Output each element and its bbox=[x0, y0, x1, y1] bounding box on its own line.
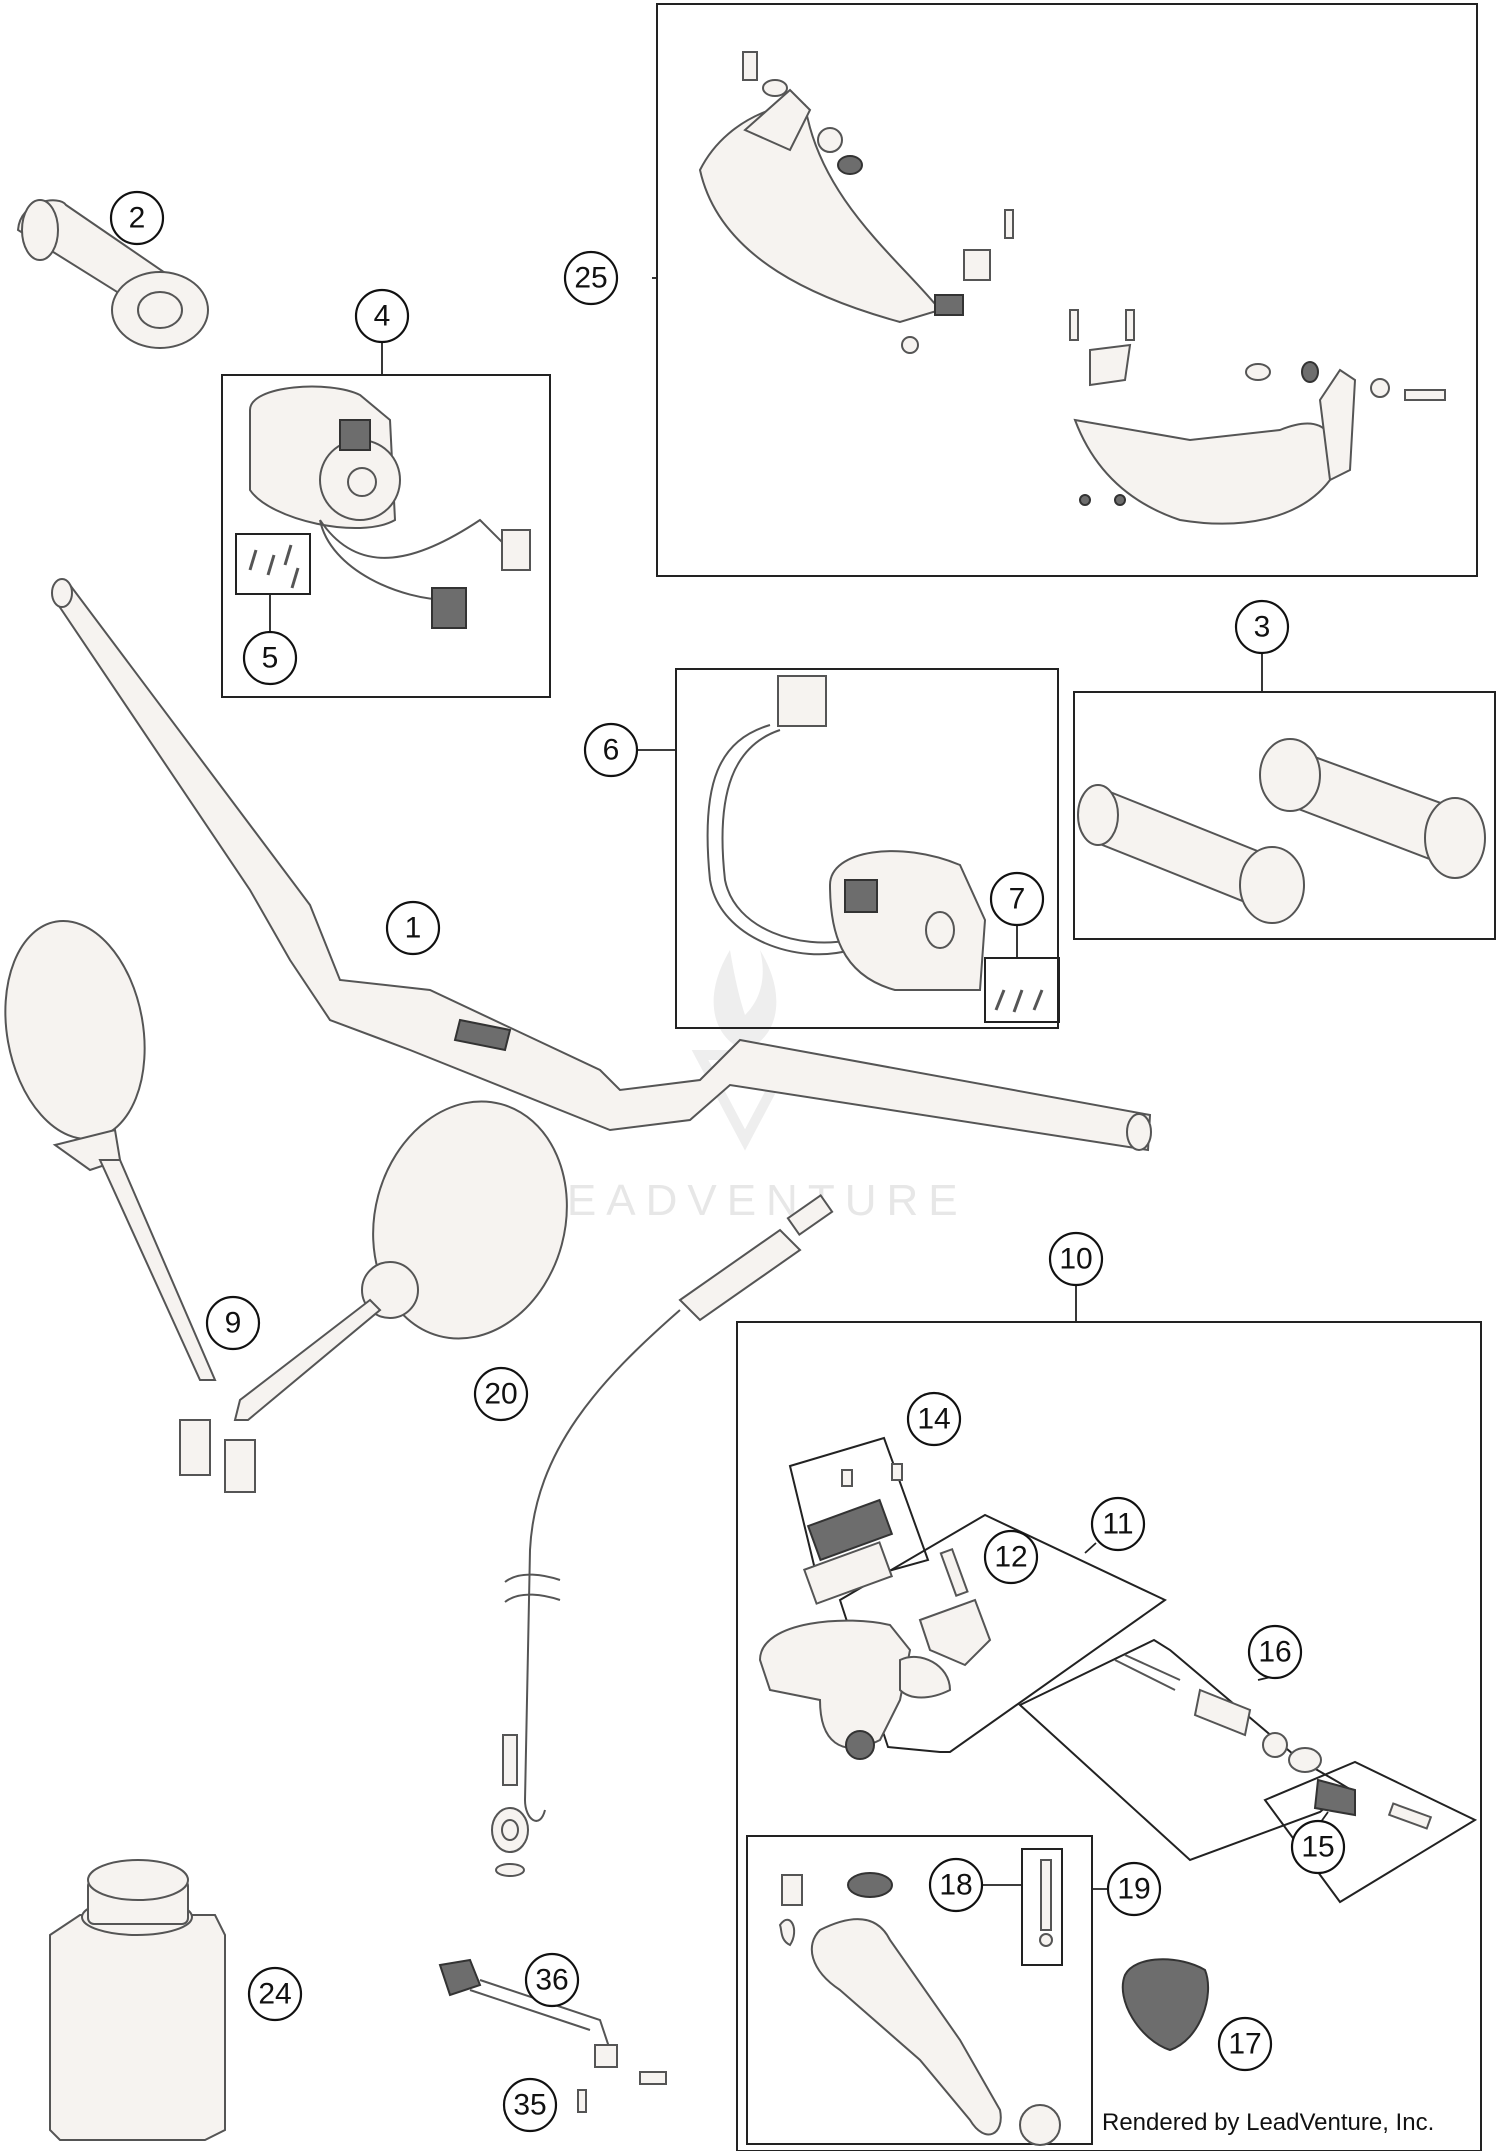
callout-20[interactable]: 20 bbox=[473, 1366, 529, 1422]
callout-18[interactable]: 18 bbox=[928, 1857, 984, 1913]
box-lever bbox=[746, 1835, 1093, 2145]
callout-6[interactable]: 6 bbox=[583, 722, 639, 778]
callout-10-label: 10 bbox=[1059, 1243, 1092, 1276]
grips-part-3 bbox=[1077, 738, 1486, 924]
callout-25-label: 25 bbox=[574, 262, 607, 295]
callout-4-label: 4 bbox=[374, 300, 391, 333]
grip-part-2 bbox=[16, 199, 209, 349]
callout-15-label: 15 bbox=[1301, 1831, 1334, 1864]
box-screws-7 bbox=[984, 957, 1060, 1023]
callout-18-label: 18 bbox=[939, 1869, 972, 1902]
brake-master-cylinder bbox=[758, 1463, 1433, 2146]
box-handguards bbox=[656, 3, 1478, 577]
mirrors-part-9 bbox=[4, 920, 568, 1493]
callout-1-label: 1 bbox=[405, 912, 422, 945]
brake-line-part-20 bbox=[491, 1193, 834, 1877]
callout-2[interactable]: 2 bbox=[109, 190, 165, 246]
callout-5-label: 5 bbox=[262, 642, 279, 675]
callout-2-label: 2 bbox=[129, 202, 146, 235]
callout-5[interactable]: 5 bbox=[242, 630, 298, 686]
box-16 bbox=[1018, 1638, 1350, 1862]
callout-3-label: 3 bbox=[1254, 611, 1271, 644]
callout-9-label: 9 bbox=[225, 1307, 242, 1340]
brake-fluid-part-24 bbox=[49, 1859, 226, 2141]
right-switch-part-6 bbox=[706, 675, 1044, 1013]
leader-11 bbox=[1084, 1542, 1097, 1554]
callout-35[interactable]: 35 bbox=[502, 2077, 558, 2133]
callout-9[interactable]: 9 bbox=[205, 1295, 261, 1351]
callout-10[interactable]: 10 bbox=[1048, 1231, 1104, 1287]
handlebar-part-1 bbox=[51, 578, 1152, 1152]
box-pads-14 bbox=[788, 1436, 930, 1592]
callout-19[interactable]: 19 bbox=[1106, 1861, 1162, 1917]
credit-text: Rendered by LeadVenture, Inc. bbox=[1102, 2109, 1434, 2136]
box-11 bbox=[838, 1513, 1167, 1753]
callout-16-label: 16 bbox=[1258, 1636, 1291, 1669]
callout-6-label: 6 bbox=[603, 734, 620, 767]
box-switch-left bbox=[221, 374, 551, 698]
callout-17-label: 17 bbox=[1228, 2028, 1261, 2061]
callout-11-label: 11 bbox=[1102, 1508, 1133, 1541]
callout-4[interactable]: 4 bbox=[354, 288, 410, 344]
callout-25[interactable]: 25 bbox=[563, 250, 619, 306]
box-screws-5 bbox=[235, 533, 311, 595]
callout-36-label: 36 bbox=[535, 1964, 568, 1997]
callout-12[interactable]: 12 bbox=[983, 1529, 1039, 1585]
box-brake-assembly bbox=[736, 1321, 1482, 2151]
callout-35-label: 35 bbox=[513, 2089, 546, 2122]
callout-7-label: 7 bbox=[1009, 883, 1026, 916]
callout-17[interactable]: 17 bbox=[1217, 2016, 1273, 2072]
callout-16[interactable]: 16 bbox=[1247, 1624, 1303, 1680]
callout-20-label: 20 bbox=[484, 1378, 517, 1411]
callout-19-label: 19 bbox=[1117, 1873, 1150, 1906]
sensor-part-36 bbox=[438, 1958, 667, 2113]
box-pin-18 bbox=[1021, 1848, 1063, 1966]
callout-1[interactable]: 1 bbox=[385, 900, 441, 956]
callout-14-label: 14 bbox=[917, 1403, 950, 1436]
box-grips-3 bbox=[1073, 691, 1496, 940]
flame-logo bbox=[713, 950, 777, 1050]
callout-11[interactable]: 11 bbox=[1090, 1496, 1146, 1552]
callout-36[interactable]: 36 bbox=[524, 1952, 580, 2008]
callout-15[interactable]: 15 bbox=[1290, 1819, 1346, 1875]
callout-3[interactable]: 3 bbox=[1234, 599, 1290, 655]
left-switch-part-4 bbox=[248, 385, 531, 629]
watermark-text: LEADVENTURE bbox=[532, 1176, 967, 1225]
callout-24-label: 24 bbox=[258, 1978, 291, 2011]
callout-7[interactable]: 7 bbox=[989, 871, 1045, 927]
handguards-part-25 bbox=[698, 51, 1446, 525]
callout-12-label: 12 bbox=[994, 1541, 1027, 1574]
callout-24[interactable]: 24 bbox=[247, 1966, 303, 2022]
box-switch-right bbox=[675, 668, 1059, 1029]
callout-14[interactable]: 14 bbox=[906, 1391, 962, 1447]
